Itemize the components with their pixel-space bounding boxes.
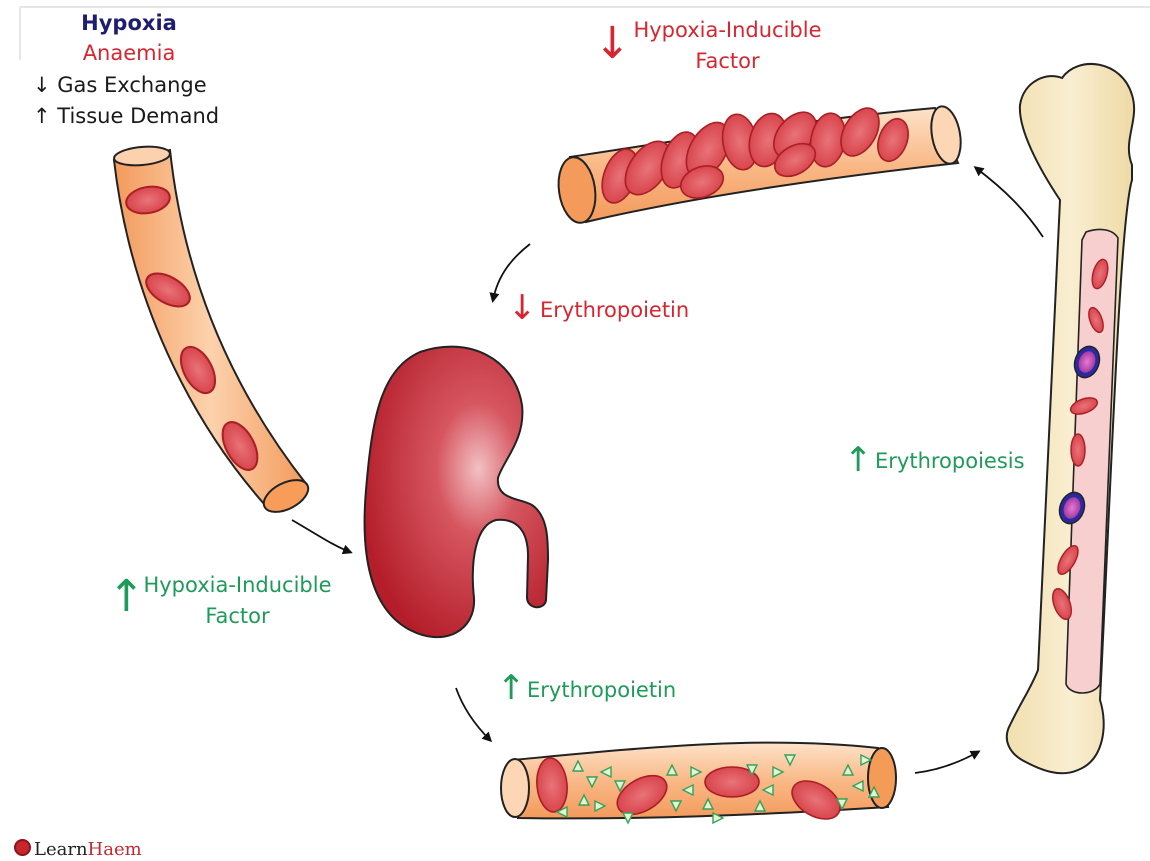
vessel-epo	[501, 743, 896, 827]
epo-decrease-label: Erythropoietin	[540, 295, 689, 326]
brand-haem: Haem	[88, 839, 142, 860]
gas-exchange-label: ↓ Gas Exchange	[33, 70, 207, 101]
hif-left-line2: Factor	[130, 601, 345, 632]
increase-arrow-icon: ↑	[844, 443, 873, 477]
logo-dot-icon	[14, 839, 31, 856]
hif-top-line2: Factor	[620, 46, 835, 77]
decrease-arrow-icon: ↓	[508, 291, 537, 325]
anaemia-label: Anaemia	[64, 38, 194, 69]
vessel-hypoxia	[113, 145, 313, 519]
hypoxia-label: Hypoxia	[64, 8, 194, 39]
red-cell	[1071, 434, 1085, 466]
brand-learn: Learn	[34, 839, 88, 860]
arrow-kidney-to-vessel	[456, 688, 490, 740]
arrow-bone-to-vessel	[976, 168, 1043, 237]
hif-top-line1: Hypoxia-Inducible	[620, 15, 835, 46]
vessel-polycythaemia	[555, 101, 965, 225]
epo-increase-label: Erythropoietin	[527, 675, 676, 706]
increase-arrow-icon: ↑	[497, 671, 526, 705]
arrow-vessel-to-bone	[915, 752, 978, 773]
kidney	[365, 347, 548, 637]
bone	[1007, 64, 1134, 773]
learnhaem-logo: LearnHaem	[14, 839, 142, 860]
arrow-vessel-to-kidney	[292, 520, 350, 552]
erythropoiesis-label: Erythropoiesis	[875, 446, 1025, 477]
hif-left-line1: Hypoxia-Inducible	[130, 570, 345, 601]
tissue-demand-label: ↑ Tissue Demand	[33, 101, 219, 132]
